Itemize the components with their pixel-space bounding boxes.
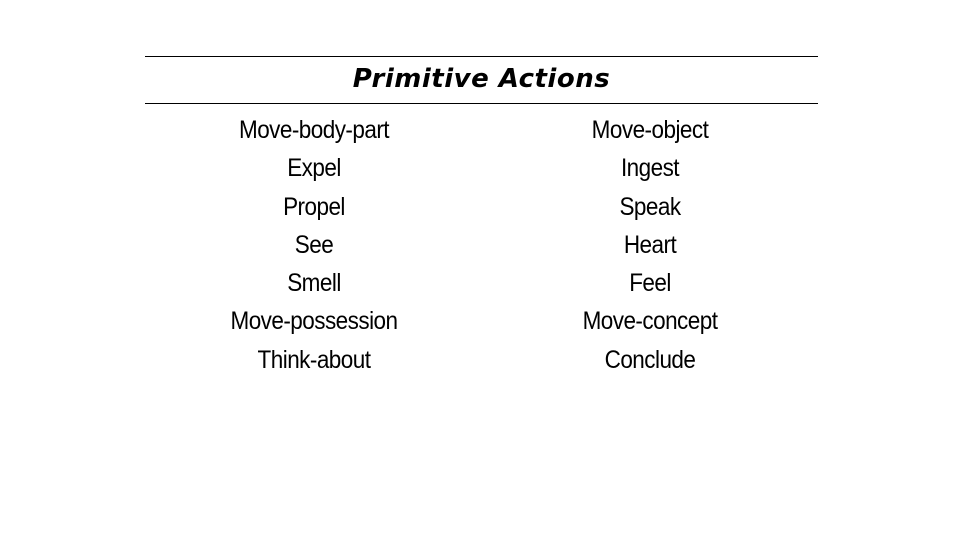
list-item: Smell	[287, 269, 341, 298]
table-title: Primitive Actions	[352, 64, 611, 94]
list-item: Expel	[287, 154, 341, 183]
list-item: Ingest	[620, 154, 680, 183]
table-header-rule	[145, 103, 818, 104]
list-item: Move-object	[591, 116, 709, 144]
list-item: Heart	[623, 230, 677, 259]
list-item: Conclude	[604, 345, 696, 374]
list-item: Move-possession	[230, 307, 398, 336]
list-item: Move-concept	[582, 307, 718, 336]
list-item: Feel	[629, 269, 671, 298]
list-item: See	[294, 230, 334, 259]
left-column: Move-body-part Expel Propel See Smell Mo…	[170, 111, 458, 379]
list-item: Propel	[283, 192, 345, 221]
list-item: Move-body-part	[238, 116, 390, 144]
table-top-rule	[145, 56, 818, 57]
list-item: Think-about	[257, 345, 371, 374]
right-column: Move-object Ingest Speak Heart Feel Move…	[506, 111, 794, 379]
list-item: Speak	[619, 192, 681, 221]
